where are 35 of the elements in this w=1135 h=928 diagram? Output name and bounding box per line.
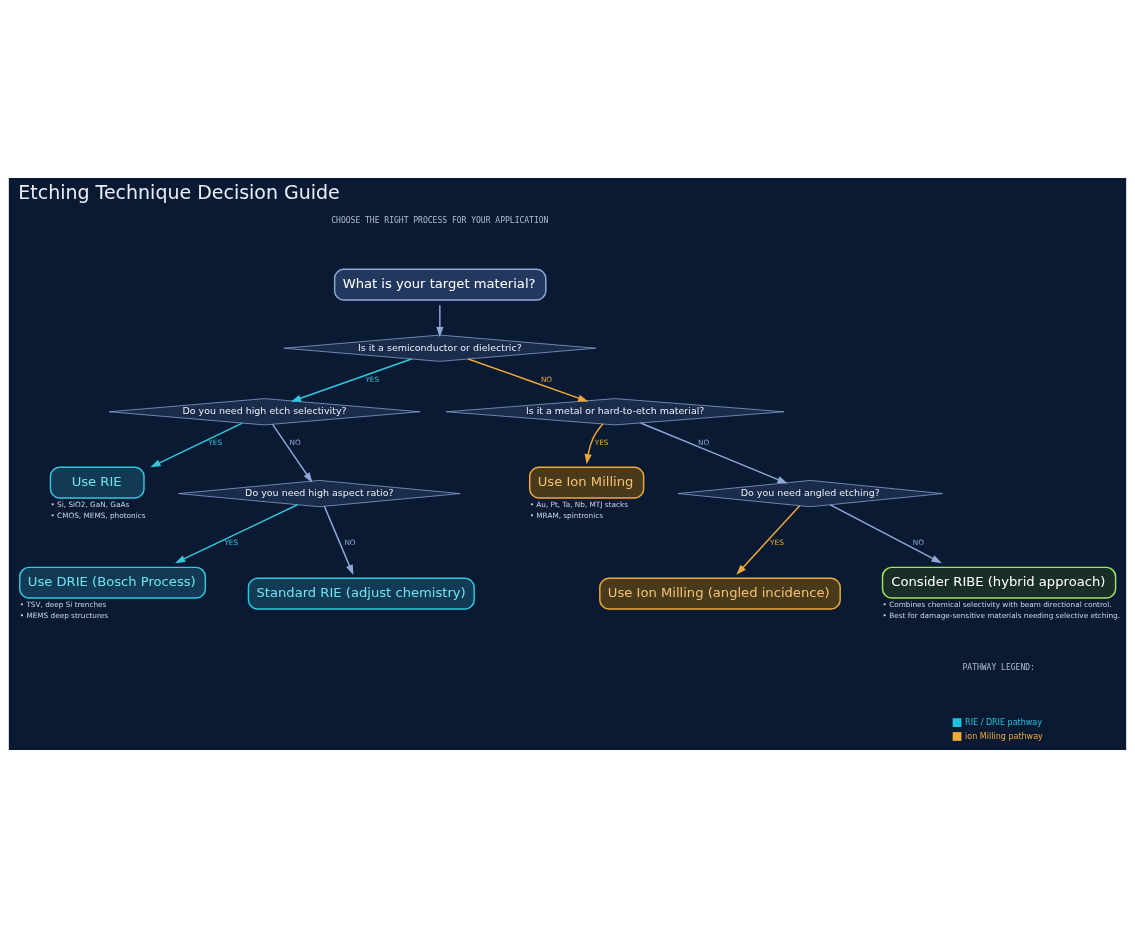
- arrow: [290, 358, 413, 402]
- edge-label: NO: [697, 438, 710, 448]
- arrow: [323, 505, 354, 576]
- arrow: [175, 504, 299, 564]
- node-diamond: Is it a semiconductor or dielectric?: [283, 334, 597, 362]
- edge-label: YES: [224, 538, 239, 548]
- node-label: • MEMS deep structures: [19, 610, 109, 620]
- arrow: [584, 423, 604, 465]
- edge-label: YES: [770, 538, 784, 548]
- node-diamond: Is it a metal or hard-to-etch material?: [445, 398, 785, 426]
- arrow: [467, 358, 589, 402]
- arrow: [150, 422, 244, 468]
- arrow: [271, 423, 313, 483]
- node-diamond: Do you need angled etching?: [677, 480, 943, 508]
- edge-label: NO: [289, 438, 301, 448]
- arrow: [829, 504, 942, 564]
- edge-label: YES: [594, 438, 609, 448]
- edge-label: NO: [540, 374, 553, 384]
- node-label: • Si, SiO2, GaN, GaAs: [50, 499, 130, 509]
- edge-label: NO: [912, 538, 924, 548]
- edge-label: YES: [208, 438, 223, 448]
- arrow: [436, 304, 444, 338]
- node-label: • Au, Pt, Ta, Nb, MTJ stacks: [529, 499, 628, 509]
- node-diamond: Do you need high aspect ratio?: [178, 480, 461, 508]
- node-diamond: Do you need high etch selectivity?: [108, 398, 421, 426]
- node-label: • MRAM, spintronics: [529, 510, 604, 520]
- node-label: • TSV, deep Si trenches: [19, 599, 107, 609]
- node-label: • Combines chemical selectivity with beam directional control.: [882, 599, 1112, 609]
- node-label: • Best for damage-sensitive materials needing selective etching.: [882, 610, 1121, 620]
- node-label: • CMOS, MEMS, photonics: [50, 510, 146, 520]
- arrow: [639, 422, 788, 484]
- edge-label: YES: [365, 374, 380, 384]
- edge-label: NO: [344, 538, 356, 548]
- diagram-title: Etching Technique Decision Guide: [18, 181, 340, 204]
- arrow: [736, 505, 801, 575]
